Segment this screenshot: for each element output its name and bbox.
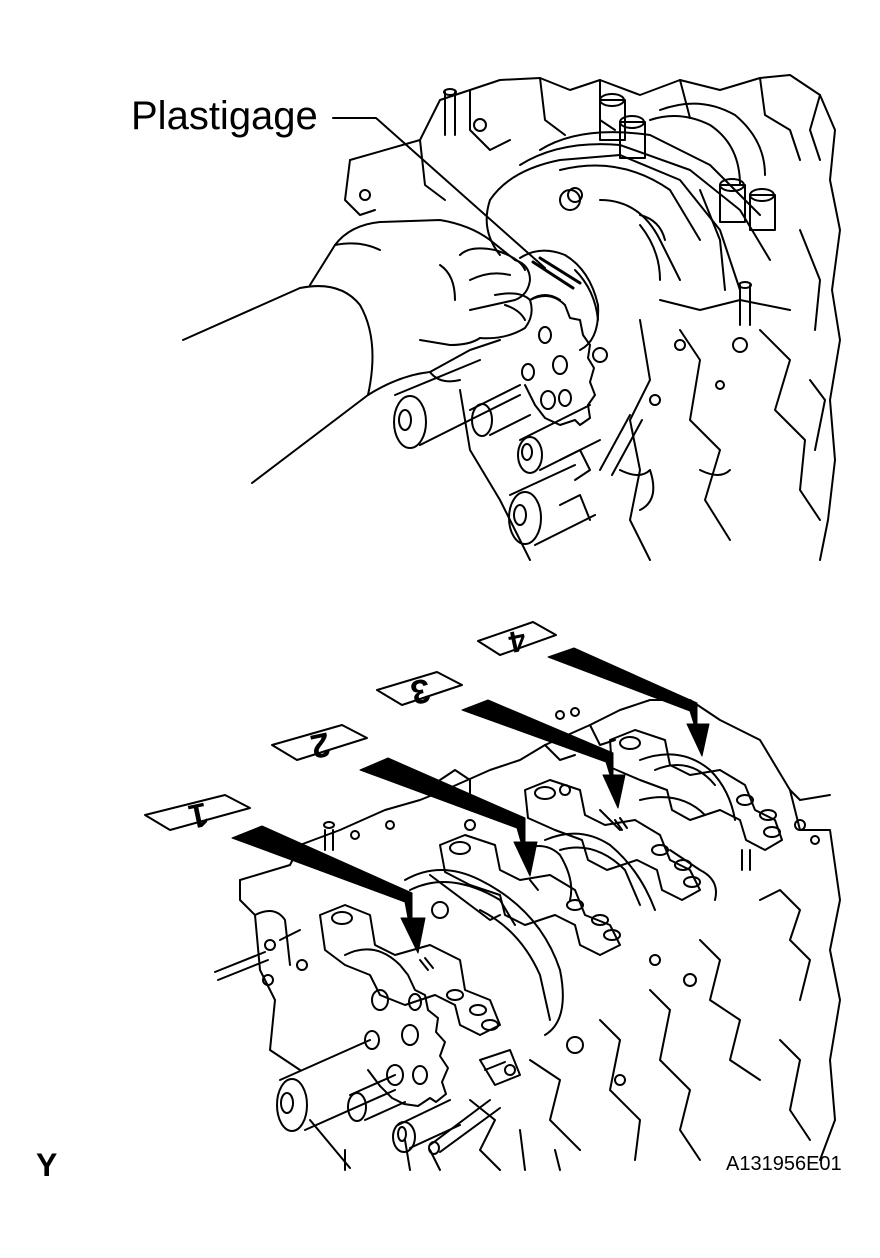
- journal-arrow-4: [547, 647, 710, 757]
- journal-plate-1: 1: [144, 794, 251, 836]
- top-shaft-ends: [393, 359, 601, 546]
- bottom-shaft-ends: [276, 1039, 521, 1155]
- bottom-sprocket: [344, 948, 449, 1107]
- journal-callouts: 1 2 3 4: [144, 621, 710, 954]
- top-engine-block: [344, 74, 841, 561]
- bottom-crankshaft: [404, 753, 736, 1036]
- corner-mark: Y: [36, 1147, 58, 1183]
- bottom-engine-block: [214, 699, 841, 1171]
- top-crankshaft: [485, 102, 771, 351]
- figure-code: A131956E01: [726, 1153, 842, 1175]
- journal-plate-4: 4: [477, 621, 557, 659]
- bottom-illustration: 1 2 3 4: [144, 621, 841, 1171]
- bottom-bearing-caps: [319, 729, 783, 1036]
- journal-arrow-3: [461, 699, 626, 809]
- plastigage-leader-line: [332, 117, 546, 269]
- top-sprocket: [521, 295, 596, 426]
- journal-arrow-1: [231, 825, 426, 954]
- top-illustration: [182, 74, 841, 561]
- plastigage-label: Plastigage: [131, 94, 318, 138]
- plastigage-strip: [531, 256, 582, 290]
- journal-plate-3: 3: [376, 670, 463, 712]
- journal-plate-2: 2: [271, 724, 368, 766]
- hand-illustration: [182, 219, 533, 484]
- journal-arrow-2: [359, 757, 538, 877]
- journal-number-4: 4: [505, 623, 528, 659]
